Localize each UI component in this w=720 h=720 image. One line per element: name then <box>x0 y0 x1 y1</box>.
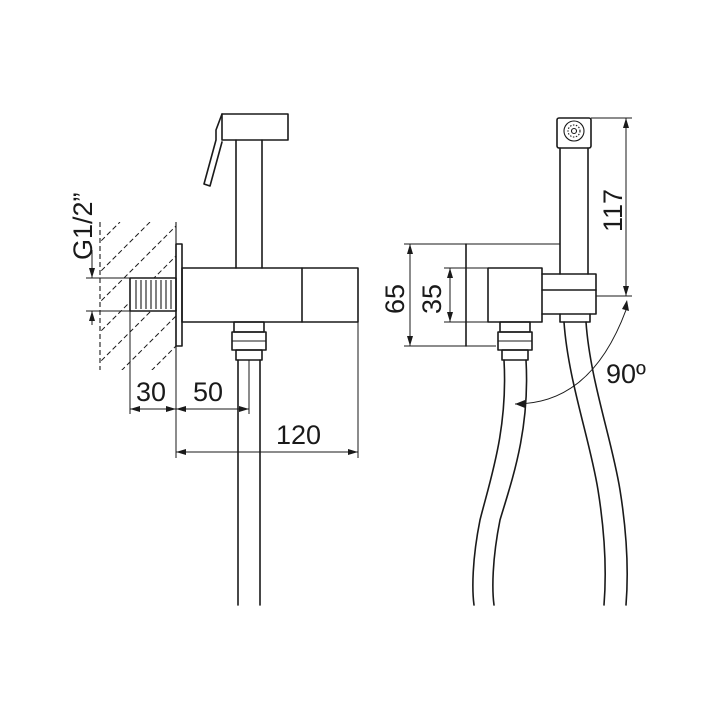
hose-loop <box>472 321 628 606</box>
bracket-height-label: 65 <box>380 284 410 314</box>
handset-height-dimension: 117 <box>591 117 632 297</box>
depth-dimensions: 30 50 <box>129 311 250 458</box>
thread-label: G1/2” <box>68 192 98 260</box>
hose-nut <box>231 321 267 361</box>
outlet-offset-label: 50 <box>193 377 223 407</box>
valve-body <box>181 267 359 323</box>
lever-handle <box>203 113 289 269</box>
body-height-dimension: 35 <box>417 268 453 322</box>
side-hose-nut <box>497 321 533 361</box>
hand-shower <box>556 117 592 275</box>
wall-flange <box>175 243 183 347</box>
thread-dimension: G1/2” <box>68 192 130 325</box>
swivel-angle-label: 90º <box>606 359 646 389</box>
swivel-angle-dimension: 90º <box>514 300 646 408</box>
body-height-label: 35 <box>417 284 447 314</box>
hose <box>237 359 261 606</box>
spray-head-icon <box>563 120 585 142</box>
side-view: 65 35 117 90º <box>380 117 646 606</box>
body-length-label: 120 <box>276 420 321 450</box>
bracket-height-dimension: 65 <box>380 244 413 346</box>
wall-depth-label: 30 <box>136 377 166 407</box>
threaded-connector <box>129 277 177 312</box>
front-view: G1/2” 30 50 120 <box>68 113 359 606</box>
handset-height-label: 117 <box>598 189 628 232</box>
holder-arm <box>541 273 597 323</box>
length-dimension: 120 <box>176 322 359 458</box>
